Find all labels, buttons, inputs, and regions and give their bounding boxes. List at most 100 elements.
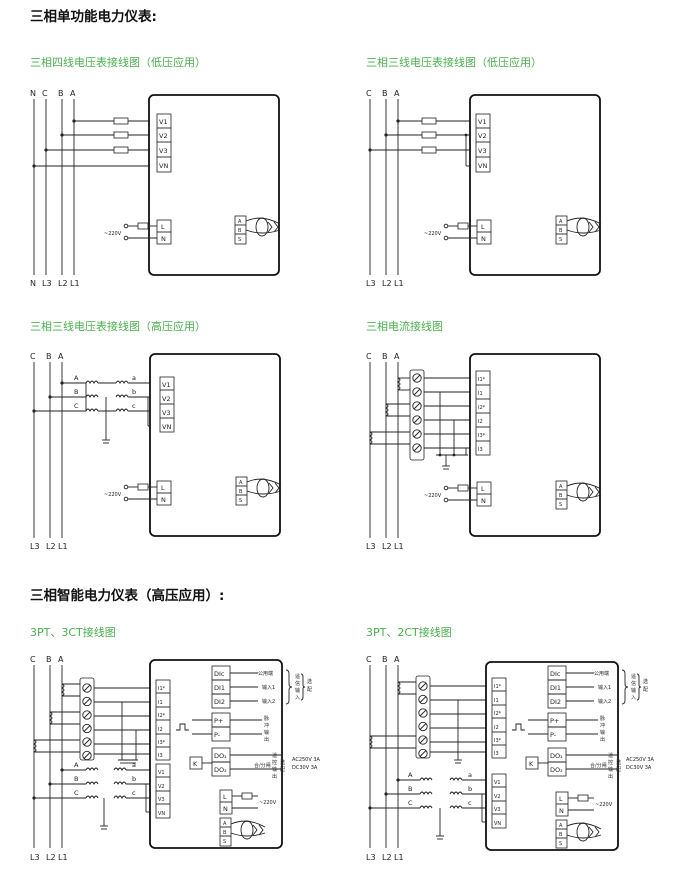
d5-di-b4: 入 [295,695,300,701]
d2-term-S: S [559,237,562,243]
d5-term-I3s: I3* [158,740,166,746]
d5-pt-a: a [132,761,136,769]
d6-top-A: A [394,655,400,664]
terminal-screw-icon [418,735,428,745]
d5-p-l4: 出 [264,736,269,743]
d6-term-N: N [559,807,564,815]
d6-do-b4: 出 [608,773,613,780]
d2-term-V2: V2 [478,132,487,140]
d6-p-l2: 冲 [600,722,605,729]
d6-do-b1: 遥 [608,752,613,759]
d6-voltage: ~220V [595,802,613,808]
d5-term-Pm: P- [214,731,221,739]
d2-voltage: ~220V [424,231,442,237]
diagram-3p3w-voltage-high: 三相三线电压表接线图（高压应用） C B A L3 L2 L1 A B C a … [30,319,282,551]
d4-term-I2s: I2* [478,405,486,411]
d6-pt-c: c [468,799,472,807]
d3-pt-C: C [74,402,79,410]
d1-top-C: C [42,89,48,98]
d4-top-A: A [394,352,400,361]
d6-term-V2: V2 [494,794,501,800]
d5-top-C: C [30,655,36,664]
d6-p-l4: 出 [600,736,605,743]
d5-di-in1: 输入1 [262,684,275,691]
d1-term-VN: VN [159,162,168,170]
d5-term-V2: V2 [158,784,165,790]
terminal-screw-icon [412,401,422,411]
d5-pt-C: C [74,789,79,797]
d3-term-V2: V2 [162,395,171,403]
d2-term-V1: V1 [478,118,487,126]
d6-term-DO1: DO₁ [550,752,563,760]
d4-bot-L3: L3 [366,542,376,551]
d2-top-C: C [366,89,372,98]
d2-term-B: B [559,228,563,234]
d5-term-I3: I3 [158,753,163,759]
d4-term-I2: I2 [478,419,483,425]
d3-bot-L2: L2 [46,542,56,551]
d6-bot-L3: L3 [366,853,376,862]
terminal-screw-icon [82,710,92,720]
d3-bot-L3: L3 [30,542,40,551]
d6-term-B: B [559,832,563,838]
terminal-screw-icon [418,748,428,759]
d5-term-I1s: I1* [158,686,166,692]
d1-term-V2: V2 [159,132,168,140]
d2-term-N: N [481,235,486,243]
d6-di-b4: 入 [631,695,636,701]
d5-term-VN: VN [158,811,165,817]
d5-term-I2: I2 [158,727,163,733]
d3-pt-b: b [132,388,136,396]
terminal-screw-icon [412,443,422,453]
d5-top-B: B [46,655,52,664]
d6-di-b1: 遥 [631,673,636,680]
d6-k: K [529,760,534,768]
d2-bot-L1: L1 [394,279,404,288]
d5-term-V1: V1 [158,770,165,776]
d6-pt-C: C [408,799,413,807]
d4-bot-L2: L2 [382,542,392,551]
d5-do-b4: 出 [272,773,277,780]
d1-term-L: L [161,223,165,231]
d2-term-VN: VN [478,162,487,170]
d4-term-I3s: I3* [478,433,486,439]
d3-pt-B: B [74,388,78,396]
d1-term-N: N [161,235,166,243]
d5-do-spec1: AC250V 3A [292,757,321,763]
d6-do-opt2: 配 [616,767,621,773]
d5-di-b2: 信 [295,680,300,687]
d3-term-A: A [239,480,243,486]
d4-term-B: B [559,493,563,499]
d5-term-B: B [223,830,227,836]
d2-term-V3: V3 [478,147,487,155]
d3-title: 三相三线电压表接线图（高压应用） [30,319,206,333]
d3-pt-A: A [74,374,79,382]
d6-p-l3: 输 [600,729,605,736]
d6-di-opt2: 配 [643,687,648,693]
d1-title: 三相四线电压表接线图（低压应用） [30,55,206,69]
d6-do-label: 合/分闸 [590,762,607,769]
d6-top-C: C [366,655,372,664]
d5-bot-L3: L3 [30,853,40,862]
d4-bot-L1: L1 [394,542,404,551]
d4-top-C: C [366,352,372,361]
d3-term-B: B [239,489,243,495]
d5-do-opt2: 配 [280,767,285,773]
d5-term-L: L [223,793,227,801]
d6-do-spec2: DC30V 3A [626,765,652,771]
d3-top-B: B [46,352,52,361]
d5-term-I1: I1 [158,700,163,706]
terminal-screw-icon [418,708,428,718]
d5-di-in2: 输入2 [262,698,275,705]
d1-term-V3: V3 [159,147,168,155]
diagram-3pt-2ct: 3PT、2CT接线图 C B A L3 L2 L1 A B C a b c [366,625,655,862]
d5-do-opt1: 选 [280,759,285,766]
terminal-screw-icon [412,415,422,425]
d6-bot-L1: L1 [394,853,404,862]
d6-term-I3: I3 [494,751,499,757]
d5-term-DI1: DI1 [214,684,225,692]
d4-title: 三相电流接线图 [366,319,443,333]
d1-top-A: A [70,89,76,98]
diagram-3pt-3ct: 3PT、3CT接线图 C B A L3 L2 L1 A B C a b c [30,625,321,862]
d5-p-l3: 输 [264,729,269,736]
